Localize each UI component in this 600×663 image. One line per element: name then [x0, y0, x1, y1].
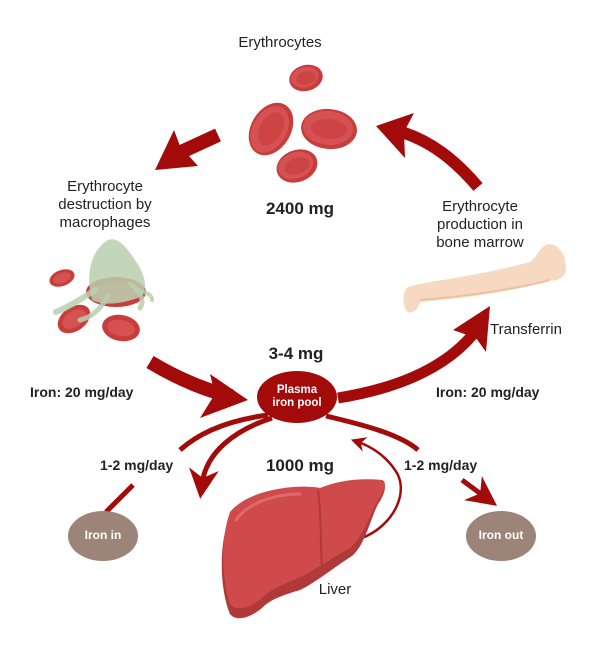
- red-blood-cell-icon: [289, 64, 323, 92]
- arrowhead-to-destruction: [155, 130, 198, 170]
- macrophage-pseudopod: [53, 287, 98, 315]
- red-blood-cell-icon: [301, 108, 357, 150]
- liver-label: Liver: [318, 581, 352, 598]
- pool-amount: 3-4 mg: [268, 344, 324, 363]
- red-blood-cell-icon: [102, 314, 140, 342]
- line-absorption: [178, 412, 269, 452]
- absorption-rate-label: 1-2 mg/day: [100, 457, 174, 473]
- iron-out-label: Iron out: [478, 528, 524, 542]
- production-line-2: production in: [437, 216, 523, 233]
- macrophage-pseudopod: [77, 293, 111, 323]
- red-blood-cell-icon: [276, 149, 318, 183]
- production-line-1: Erythrocyte: [442, 198, 518, 215]
- macrophage-pseudopod: [134, 288, 154, 302]
- liver-illustration: [221, 479, 385, 619]
- red-blood-cell-icon: [49, 269, 75, 287]
- arrow-transferrin: [337, 324, 483, 404]
- macrophage-pseudopod: [127, 281, 145, 311]
- erythrocytes-amount: 2400 mg: [265, 199, 335, 218]
- arrow-to-liver: [188, 415, 273, 499]
- red-blood-cell-icon: [248, 102, 294, 156]
- production-line-3: bone marrow: [436, 234, 524, 251]
- plasma-iron-pool-label: Plasma iron pool: [257, 384, 337, 409]
- pool-line-2: iron pool: [272, 396, 322, 409]
- red-blood-cell-icon: [57, 304, 91, 334]
- pool-line-1: Plasma: [276, 384, 318, 396]
- arrowhead-transferrin: [453, 306, 490, 352]
- arrowhead-to-plasma-pool: [200, 374, 248, 418]
- transferrin-label: Transferrin: [490, 321, 562, 338]
- arrow-iron-out: [460, 476, 498, 506]
- macrophage-illustration: [49, 239, 154, 342]
- arrow-liver-to-pool: [350, 437, 402, 540]
- loss-rate-label: 1-2 mg/day: [404, 457, 478, 473]
- line-loss: [325, 413, 420, 452]
- iron-in-node: [68, 511, 138, 561]
- line-iron-in: [104, 483, 135, 514]
- iron-output-rate-label: Iron: 20 mg/day: [436, 384, 540, 400]
- iron-in-label: Iron in: [84, 528, 122, 542]
- arrowhead-to-erythrocytes: [376, 113, 414, 158]
- iron-out-node: [466, 511, 536, 561]
- destruction-label: Erythrocyte destruction by macrophages: [25, 178, 185, 232]
- production-label: Erythrocyte production in bone marrow: [410, 198, 550, 252]
- plasma-iron-pool-node: [257, 371, 337, 423]
- destruction-line-1: Erythrocyte: [67, 178, 143, 195]
- arrow-to-erythrocytes: [396, 125, 483, 191]
- liver-amount: 1000 mg: [265, 456, 335, 475]
- macrophage-body: [89, 239, 145, 304]
- destruction-line-2: destruction by: [58, 196, 152, 213]
- destruction-line-3: macrophages: [59, 214, 151, 231]
- erythrocytes-illustration: [248, 64, 357, 183]
- bone-illustration: [403, 244, 566, 313]
- erythrocytes-label: Erythrocytes: [238, 34, 322, 51]
- iron-input-rate-label: Iron: 20 mg/day: [30, 384, 134, 400]
